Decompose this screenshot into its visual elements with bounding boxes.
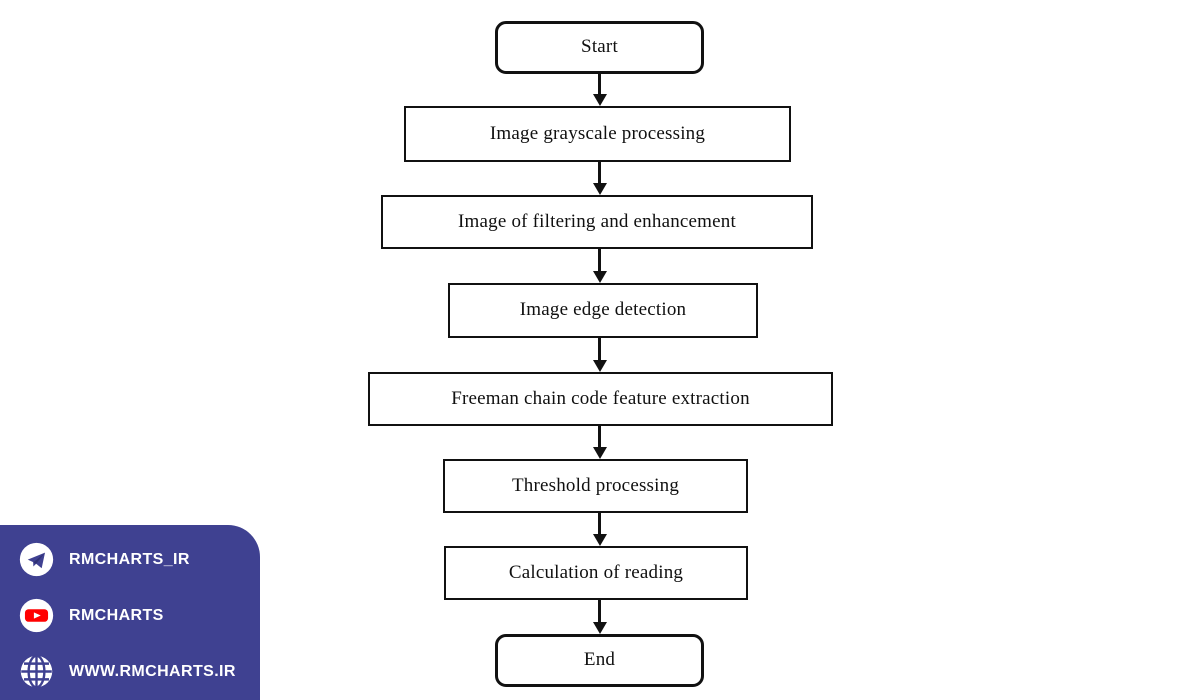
watermark-row-website[interactable]: WWW.RMCHARTS.IR [18,653,236,690]
flowchart-arrow-threshold-to-calculation [592,513,607,546]
watermark-row-telegram[interactable]: RMCHARTS_IR [18,541,190,578]
flowchart-node-image-grayscale-processing[interactable]: Image grayscale processing [404,106,791,162]
arrow-shaft [598,426,601,449]
flowchart-node-image-of-filtering-and-enhancement[interactable]: Image of filtering and enhancement [381,195,813,249]
arrow-shaft [598,513,601,536]
watermark-row-youtube[interactable]: RMCHARTS [18,597,164,634]
watermark-panel: RMCHARTS_IR RMCHARTS WWW.RMCHARTS.IR [0,525,260,700]
arrow-head-down-icon [592,447,607,459]
node-label: Image grayscale processing [489,122,706,144]
arrow-shaft [598,74,601,96]
node-label: Calculation of reading [508,561,684,583]
node-label: Image edge detection [519,299,687,321]
flowchart-arrow-calculation-to-end [592,600,607,634]
arrow-shaft [598,249,601,273]
flowchart-node-start[interactable]: Start [495,21,704,74]
flowchart-node-freeman-chain-code-feature-extraction[interactable]: Freeman chain code feature extraction [368,372,833,426]
flowchart-arrow-start-to-grayscale [592,74,607,106]
globe-icon [20,654,53,689]
arrow-head-down-icon [592,94,607,106]
telegram-icon [19,542,54,577]
arrow-head-down-icon [592,183,607,195]
flowchart-arrow-filtering-to-edge-detection [592,249,607,283]
arrow-head-down-icon [592,271,607,283]
node-label: Image of filtering and enhancement [458,210,736,232]
arrow-shaft [598,600,601,624]
arrow-shaft [598,162,601,185]
arrow-head-down-icon [592,622,607,634]
arrow-head-down-icon [592,534,607,546]
arrow-head-down-icon [592,360,607,372]
watermark-label-telegram: RMCHARTS_IR [69,550,190,568]
node-label: Threshold processing [511,474,680,496]
node-label: End [583,649,616,671]
flowchart-arrow-grayscale-to-filtering [592,162,607,195]
arrow-shaft [598,338,601,362]
flowchart-arrow-edge-detection-to-freeman [592,338,607,372]
node-label: Start [581,36,618,58]
flowchart-node-threshold-processing[interactable]: Threshold processing [443,459,748,513]
youtube-icon [19,598,54,633]
flowchart-node-end[interactable]: End [495,634,704,687]
watermark-label-youtube: RMCHARTS [69,606,164,624]
flowchart-node-image-edge-detection[interactable]: Image edge detection [448,283,758,338]
node-label: Freeman chain code feature extraction [451,387,750,409]
flowchart-arrow-freeman-to-threshold [592,426,607,459]
watermark-label-website: WWW.RMCHARTS.IR [69,662,236,680]
flowchart-node-calculation-of-reading[interactable]: Calculation of reading [444,546,748,600]
